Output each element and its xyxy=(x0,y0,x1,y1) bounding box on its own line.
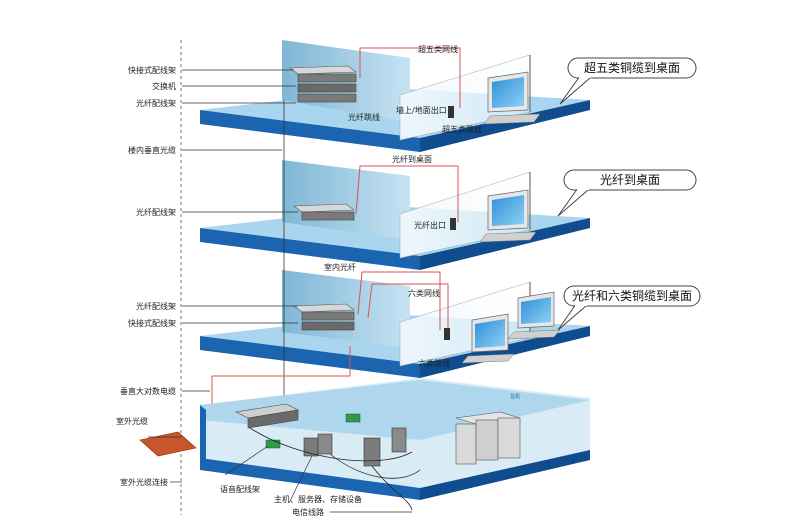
room-green-panel xyxy=(345,413,361,423)
room-core-switch xyxy=(235,403,299,429)
label-fiber-panel-low: 光纤配线架 xyxy=(136,301,176,311)
label-switch: 交换机 xyxy=(152,81,176,91)
label-cat6-network: 六类网线 xyxy=(408,288,440,298)
floor-3-monitor-a xyxy=(507,291,561,340)
floor-2 xyxy=(200,160,590,270)
callout-fiber: 光纤到桌面 xyxy=(557,169,697,217)
voice-panel-device xyxy=(265,439,281,449)
floor-2-slab-front xyxy=(200,228,420,270)
floor-3-slab-side xyxy=(420,326,590,378)
label-fiber-to-desk: 光纤到桌面 xyxy=(392,154,432,164)
equipment-room xyxy=(200,378,590,511)
floor-3-monitor-b xyxy=(461,313,515,364)
label-outlet: 墙上/地面出口 xyxy=(396,105,447,115)
label-cat5-network: 超五类网线 xyxy=(418,44,458,54)
outdoor-fiber-pad xyxy=(139,431,197,457)
floor-3-red-cable-b xyxy=(367,283,449,334)
label-fiber-outlet: 光纤出口 xyxy=(414,220,446,230)
callout-fiber-cat6: 光纤和六类铜缆到桌面 xyxy=(557,285,701,331)
floor-1-outlet-box xyxy=(448,106,454,118)
floor-2-rack xyxy=(293,203,355,221)
callout-fiber-cat6-text: 光纤和六类铜缆到桌面 xyxy=(572,288,692,303)
label-hosts: 主机、服务器、存储设备 xyxy=(274,494,362,504)
label-fiber-jumper: 光纤跳线 xyxy=(348,112,380,122)
label-indoor-fiber: 室内光纤 xyxy=(324,262,356,272)
label-small-tag: 总机 xyxy=(510,393,520,400)
floor-3-outlet-box xyxy=(444,328,450,340)
label-voice-panel: 语音配线架 xyxy=(220,484,260,494)
floor-2-red-cable xyxy=(355,165,459,222)
label-patch-panel-top: 快接式配线架 xyxy=(128,65,176,75)
left-leaders xyxy=(148,69,412,513)
room-cabling xyxy=(249,427,421,511)
room-side-slab xyxy=(420,450,590,500)
floor-3-slab-front xyxy=(200,336,420,378)
floor-2-slab-side xyxy=(420,218,590,270)
label-telecom-line: 电信线路 xyxy=(292,507,324,517)
label-outdoor-fiber: 室外光缆 xyxy=(116,416,148,426)
floor-1-monitor xyxy=(483,71,541,125)
label-fiber-panel-mid: 光纤配线架 xyxy=(136,207,176,217)
storage-cabinets xyxy=(455,411,521,465)
floor-3-rack xyxy=(293,303,355,331)
label-fiber-panel-top: 光纤配线架 xyxy=(136,98,176,108)
floor-1-red-cable xyxy=(359,47,461,108)
floor-3-red-cable-a xyxy=(357,271,441,330)
label-outdoor-fiber-conn: 室外光缆连接 xyxy=(120,477,168,487)
floor-3 xyxy=(200,270,590,378)
label-patch-panel-low: 快接式配线架 xyxy=(128,318,176,328)
floor-1-slab-side xyxy=(420,100,590,152)
room-left-wall xyxy=(200,405,206,470)
floor-2-monitor xyxy=(479,189,537,243)
label-cat5-jumper: 超五类跳线 xyxy=(442,124,482,134)
label-cat6-jumper: 六类跳线 xyxy=(418,358,450,368)
callout-cat5: 超五类铜缆到桌面 xyxy=(559,57,697,105)
floor-1-rack xyxy=(289,65,357,103)
label-vertical-copper: 垂直大对数电缆 xyxy=(120,386,176,396)
callout-cat5-text: 超五类铜缆到桌面 xyxy=(584,60,680,75)
room-front-slab xyxy=(200,458,420,500)
floor-1 xyxy=(200,40,590,152)
callout-fiber-text: 光纤到桌面 xyxy=(600,173,660,187)
floor-2-outlet-box xyxy=(450,218,456,230)
label-vertical-fiber: 楼内垂直光缆 xyxy=(128,145,176,155)
floor-1-slab-front xyxy=(200,110,420,152)
server-group-1 xyxy=(303,433,333,457)
riser-copper xyxy=(211,346,351,420)
